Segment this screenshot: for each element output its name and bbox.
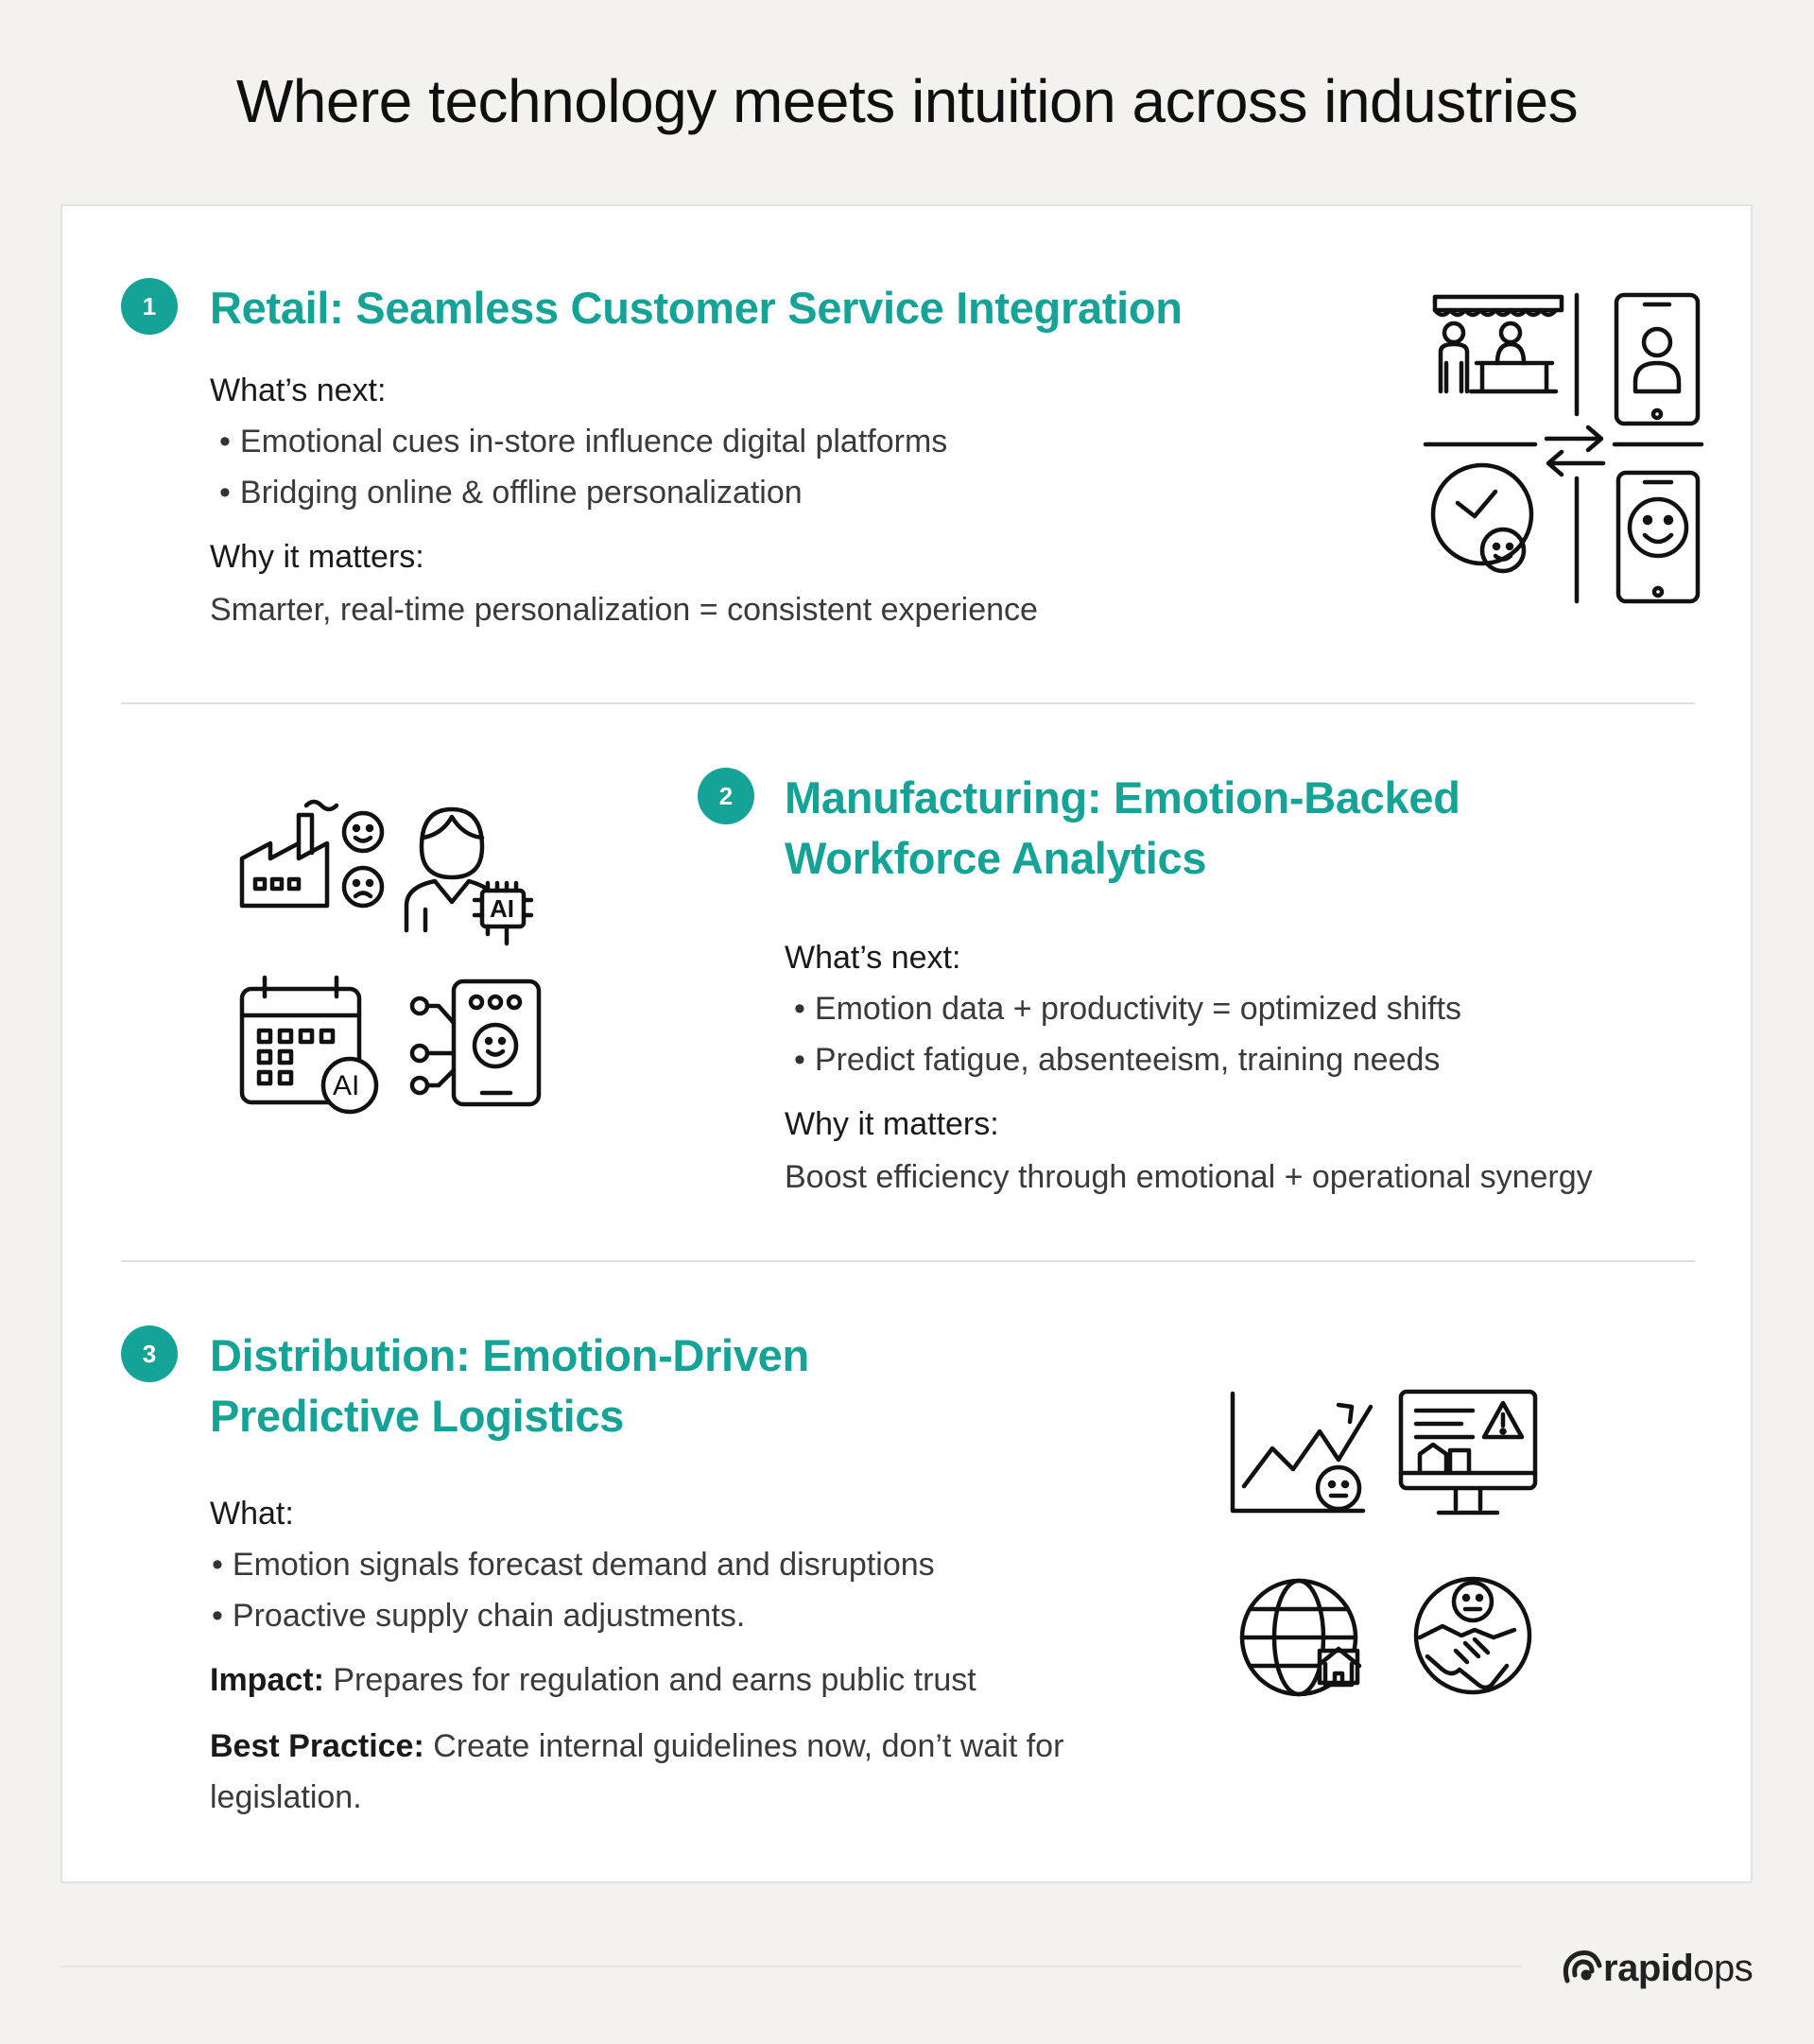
content-card: 1 Retail: Seamless Customer Service Inte… xyxy=(60,204,1753,1883)
section-heading: Retail: Seamless Customer Service Integr… xyxy=(210,278,1183,338)
best-practice-label: Best Practice: xyxy=(210,1728,424,1764)
smartphone-user-icon xyxy=(1614,292,1701,426)
logo-wordmark: rapidops xyxy=(1603,1947,1754,1990)
manufacturing-illustration: AI AI xyxy=(208,792,614,1170)
bullet-list: Emotion signals forecast demand and disr… xyxy=(212,1539,935,1641)
section-number-badge: 3 xyxy=(121,1325,178,1382)
heading-line: Predictive Logistics xyxy=(210,1391,625,1441)
list-item: Emotional cues in-store influence digita… xyxy=(219,416,947,467)
trend-chart-face-icon xyxy=(1230,1391,1373,1514)
exchange-arrows-icon xyxy=(1544,424,1606,477)
logo-light-part: ops xyxy=(1693,1947,1754,1989)
svg-text:AI: AI xyxy=(490,894,514,923)
phone-circuit-face-icon xyxy=(409,979,542,1107)
section-divider xyxy=(121,1260,1695,1262)
why-it-matters-label: Why it matters: xyxy=(210,539,424,575)
section-heading: Distribution: Emotion-Driven Predictive … xyxy=(210,1325,809,1446)
list-item: Emotion data + productivity = optimized … xyxy=(794,983,1461,1034)
best-practice-text: Create internal guidelines now, don’t wa… xyxy=(433,1728,1064,1764)
section-number-badge: 2 xyxy=(698,768,754,824)
bullet-list: Emotional cues in-store influence digita… xyxy=(219,416,947,518)
svg-text:AI: AI xyxy=(333,1070,359,1101)
what-label: What: xyxy=(210,1496,294,1532)
handshake-face-icon xyxy=(1413,1576,1532,1695)
impact-line: Impact: Prepares for regulation and earn… xyxy=(210,1662,976,1699)
clock-face-icon xyxy=(1430,462,1534,574)
why-it-matters-text: Boost efficiency through emotional + ope… xyxy=(785,1159,1593,1195)
globe-home-icon xyxy=(1239,1578,1362,1697)
section-number-badge: 1 xyxy=(121,278,178,335)
brand-logo[interactable]: rapidops xyxy=(1560,1940,1754,1997)
whats-next-label: What’s next: xyxy=(210,372,387,408)
heading-line: Workforce Analytics xyxy=(785,833,1207,883)
factory-emotion-icon xyxy=(239,799,385,909)
footer-divider xyxy=(60,1966,1521,1967)
list-item: Proactive supply chain adjustments. xyxy=(212,1590,935,1641)
why-it-matters-label: Why it matters: xyxy=(785,1106,999,1142)
impact-text: Prepares for regulation and earns public… xyxy=(333,1662,976,1698)
best-practice-text-continued: legislation. xyxy=(210,1779,362,1815)
store-staff-icon xyxy=(1432,294,1564,394)
heading-line: Retail: Seamless Customer Service Integr… xyxy=(210,283,1183,333)
page-title: Where technology meets intuition across … xyxy=(235,67,1579,135)
why-it-matters-text: Smarter, real-time personalization = con… xyxy=(210,592,1038,628)
monitor-warning-icon xyxy=(1398,1389,1538,1516)
list-item: Bridging online & offline personalizatio… xyxy=(219,467,947,518)
retail-illustration xyxy=(1359,272,1709,622)
logo-mark-icon xyxy=(1563,1950,1602,1983)
whats-next-label: What’s next: xyxy=(785,940,961,976)
heading-line: Manufacturing: Emotion-Backed xyxy=(785,772,1460,823)
list-item: Predict fatigue, absenteeism, training n… xyxy=(794,1034,1461,1085)
list-item: Emotion signals forecast demand and disr… xyxy=(212,1539,935,1590)
calendar-ai-icon: AI xyxy=(239,975,379,1115)
impact-label: Impact: xyxy=(210,1662,324,1698)
section-heading: Manufacturing: Emotion-Backed Workforce … xyxy=(785,768,1460,889)
section-divider xyxy=(121,702,1695,704)
distribution-illustration xyxy=(1225,1382,1603,1723)
worker-ai-chip-icon: AI xyxy=(404,806,534,946)
smartphone-smile-icon xyxy=(1615,470,1701,604)
bullet-list: Emotion data + productivity = optimized … xyxy=(794,983,1461,1085)
logo-bold-part: rapid xyxy=(1603,1947,1694,1989)
best-practice-line: Best Practice: Create internal guideline… xyxy=(210,1728,1063,1765)
heading-line: Distribution: Emotion-Driven xyxy=(210,1330,809,1380)
